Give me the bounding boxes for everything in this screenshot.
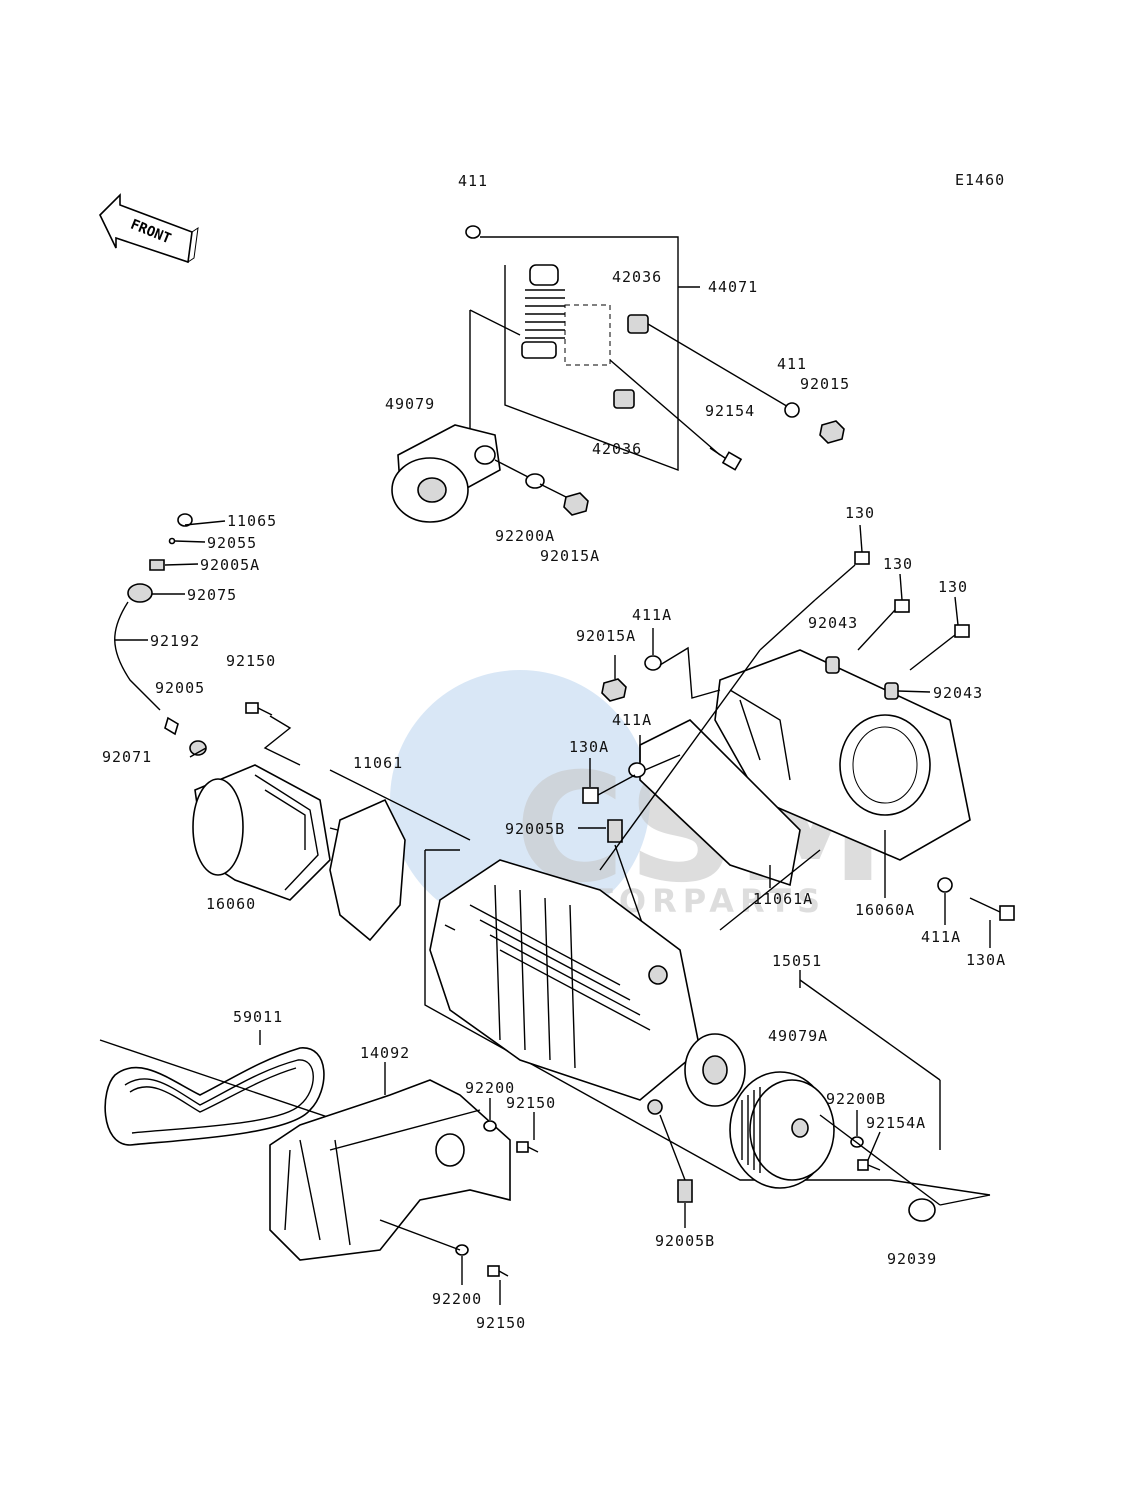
label-92005A: 92005A: [200, 556, 260, 574]
bolt-92154A-icon: [857, 1159, 881, 1171]
label-92150-bottom: 92150: [476, 1314, 526, 1332]
washer-411-right-icon: [784, 402, 800, 418]
dowel-92043-b-icon: [884, 682, 899, 700]
label-92043-b: 92043: [933, 684, 983, 702]
supercharger-15051-icon: [424, 849, 991, 1196]
label-92005: 92005: [155, 679, 205, 697]
nut-92015A-top-icon: [563, 492, 589, 516]
washer-411-top-icon: [465, 225, 481, 239]
bolt-92154-icon: [709, 447, 743, 471]
label-92015A-top: 92015A: [540, 547, 600, 565]
gasket-11061-icon: [329, 798, 406, 942]
label-92039: 92039: [887, 1250, 937, 1268]
label-411-right: 411: [777, 355, 807, 373]
washer-411A-bottom-icon: [937, 877, 953, 893]
cover-16060-icon: [192, 764, 331, 901]
drive-belt-59011-icon: [104, 1047, 325, 1146]
label-49079: 49079: [385, 395, 435, 413]
hose-92192-icon: [114, 601, 161, 711]
label-92071: 92071: [102, 748, 152, 766]
bolt-92150-left-icon: [245, 702, 273, 716]
label-92005B-bottom: 92005B: [655, 1232, 715, 1250]
label-42036-bottom: 42036: [592, 440, 642, 458]
bolt-130-c-icon: [909, 624, 970, 671]
nut-92015A-mid-icon: [601, 678, 627, 702]
label-16060A: 16060A: [855, 901, 915, 919]
pulley-49079A-icon: [729, 1071, 835, 1189]
label-130-c: 130: [938, 578, 968, 596]
label-11061A: 11061A: [753, 890, 813, 908]
bolt-130-b-icon: [857, 599, 910, 651]
part-labels: 411 44071 42036 411 92015 49079 92154 42…: [102, 172, 1006, 1332]
shock-absorber-icon: [521, 264, 565, 359]
label-92055: 92055: [207, 534, 257, 552]
bushing-42036-top-icon: [627, 314, 649, 334]
washer-92200A-icon: [525, 473, 545, 489]
fitting-92005A-icon: [149, 559, 165, 571]
bolt-92150-bottom-icon: [487, 1265, 509, 1277]
label-49079A: 49079A: [768, 1027, 828, 1045]
label-42036-top: 42036: [612, 268, 662, 286]
label-44071: 44071: [708, 278, 758, 296]
label-130-b: 130: [883, 555, 913, 573]
label-92005B-top: 92005B: [505, 820, 565, 838]
label-411A-mid: 411A: [612, 711, 652, 729]
watermark-globe: [390, 670, 650, 930]
ring-92055-icon: [168, 537, 176, 545]
bolt-130-a-icon: [814, 551, 870, 601]
label-92200-bottom: 92200: [432, 1290, 482, 1308]
label-15051: 15051: [772, 952, 822, 970]
cap-92039-icon: [908, 1198, 936, 1222]
tensioner-assembly: [391, 225, 845, 523]
label-14092: 14092: [360, 1044, 410, 1062]
front-arrow-icon: FRONT: [99, 193, 199, 264]
washer-92200-top-icon: [483, 1120, 497, 1132]
label-92150-mid: 92150: [506, 1094, 556, 1112]
tensioner-pulley-icon: [391, 424, 501, 523]
label-11065: 11065: [227, 512, 277, 530]
washer-411A-top-icon: [644, 655, 662, 671]
oil-line-fittings: [114, 513, 226, 758]
label-130A-mid: 130A: [569, 738, 609, 756]
bushing-42036-bottom-icon: [613, 389, 635, 409]
label-16060: 16060: [206, 895, 256, 913]
label-411A-top: 411A: [632, 606, 672, 624]
label-11061: 11061: [353, 754, 403, 772]
label-92043-a: 92043: [808, 614, 858, 632]
label-92075: 92075: [187, 586, 237, 604]
label-130-a: 130: [845, 504, 875, 522]
label-92150-left: 92150: [226, 652, 276, 670]
cap-11065-icon: [177, 513, 193, 527]
nut-92015-icon: [819, 420, 845, 444]
label-92154: 92154: [705, 402, 755, 420]
label-92154A: 92154A: [866, 1114, 926, 1132]
label-92200A: 92200A: [495, 527, 555, 545]
label-130A-bottom: 130A: [966, 951, 1006, 969]
gasket-11061A-icon: [639, 719, 801, 887]
fitting-92005B-bottom-icon: [677, 1179, 693, 1203]
belt-cover-14092-icon: [269, 1079, 511, 1261]
washer-92200-bottom-icon: [455, 1244, 469, 1256]
fitting-92005-icon: [164, 716, 179, 736]
label-59011: 59011: [233, 1008, 283, 1026]
label-92200-top: 92200: [465, 1079, 515, 1097]
label-92192: 92192: [150, 632, 200, 650]
grommet-92075-icon: [127, 583, 153, 603]
bolt-130A-bottom-icon: [969, 897, 1015, 921]
dowel-92043-a-icon: [825, 656, 840, 674]
label-411A-bottom: 411A: [921, 928, 961, 946]
label-411-top: 411: [458, 172, 488, 190]
fitting-92005B-top-icon: [607, 819, 623, 843]
bolt-130A-mid-icon: [582, 774, 636, 804]
bolt-92150-mid-icon: [516, 1141, 539, 1153]
washer-411A-mid-icon: [628, 762, 646, 778]
label-92015: 92015: [800, 375, 850, 393]
label-92015A-mid: 92015A: [576, 627, 636, 645]
label-92200B: 92200B: [826, 1090, 886, 1108]
diagram-code: E1460: [955, 171, 1005, 189]
housing-16060A-icon: [714, 649, 971, 861]
